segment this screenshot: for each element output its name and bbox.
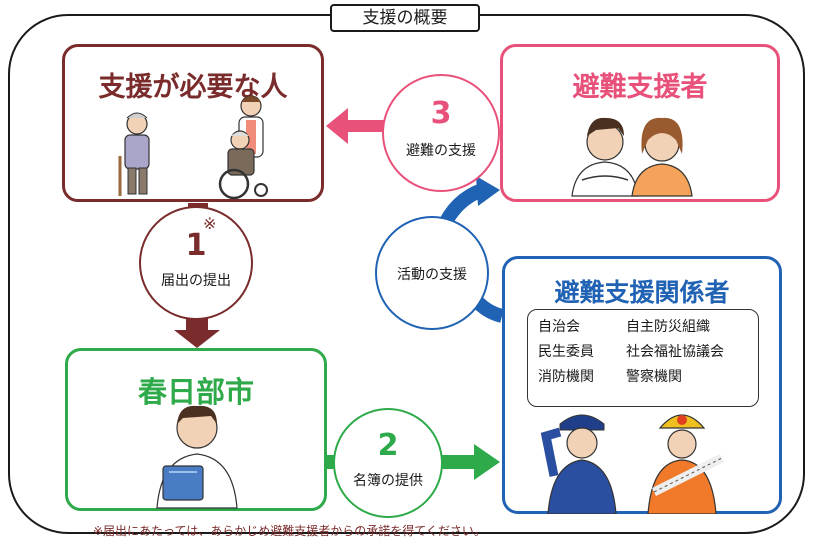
firefighter-icon: [647, 414, 725, 514]
arrow-provide-right: [327, 444, 500, 480]
activity-support-circle: 活動の支援: [375, 216, 489, 330]
police-officer-icon: [540, 414, 617, 514]
needs-support-illustration: [118, 95, 268, 200]
org-item: 自治会: [538, 319, 580, 335]
step-3-label: 避難の支援: [406, 143, 476, 159]
related-parties-title: 避難支援関係者: [554, 278, 730, 307]
footnote: ※届出にあたっては、あらかじめ避難支援者からの承諾を得てください。: [93, 524, 486, 538]
couple-icon: [571, 117, 693, 197]
arrow-support-left: [326, 108, 384, 144]
related-illustration: [540, 414, 725, 514]
wheelchair-caregiver-icon: [218, 95, 268, 200]
org-item: 消防機関: [538, 369, 594, 385]
step-2-number: 2: [377, 428, 399, 463]
elderly-person-cane-icon: [118, 112, 150, 196]
org-list: 自治会 自主防災組織 民生委員 社会福祉協議会 消防機関 警察機関: [527, 309, 759, 407]
org-item: 民生委員: [538, 344, 594, 360]
evac-supporters-title: 避難支援者: [572, 72, 708, 103]
org-item: 自主防災組織: [626, 319, 710, 335]
step-1-note-mark: ※: [203, 214, 217, 233]
step-3-evac-support-circle: 3 避難の支援: [382, 74, 500, 192]
related-parties-box: 避難支援関係者 自治会 自主防災組織 民生委員 社会福祉協議会 消防機関 警察機…: [502, 256, 782, 514]
step-2-provide-circle: 2 名簿の提供: [333, 408, 443, 518]
diagram-title: 支援の概要: [330, 4, 480, 32]
org-item: 社会福祉協議会: [626, 344, 724, 360]
needs-support-box: 支援が必要な人: [62, 44, 324, 202]
city-staff-icon: [156, 405, 238, 509]
step-1-label: 届出の提出: [161, 273, 231, 289]
org-item: 警察機関: [626, 369, 682, 385]
city-title: 春日部市: [137, 375, 254, 409]
step-3-number: 3: [430, 96, 452, 131]
step-1-submit-circle: 1 ※ 届出の提出: [139, 206, 253, 320]
activity-support-label: 活動の支援: [397, 267, 467, 283]
step-2-label: 名簿の提供: [353, 473, 423, 489]
step-1-number: 1: [185, 228, 207, 263]
evac-supporters-box: 避難支援者: [500, 44, 780, 202]
city-box: 春日部市: [65, 348, 327, 511]
